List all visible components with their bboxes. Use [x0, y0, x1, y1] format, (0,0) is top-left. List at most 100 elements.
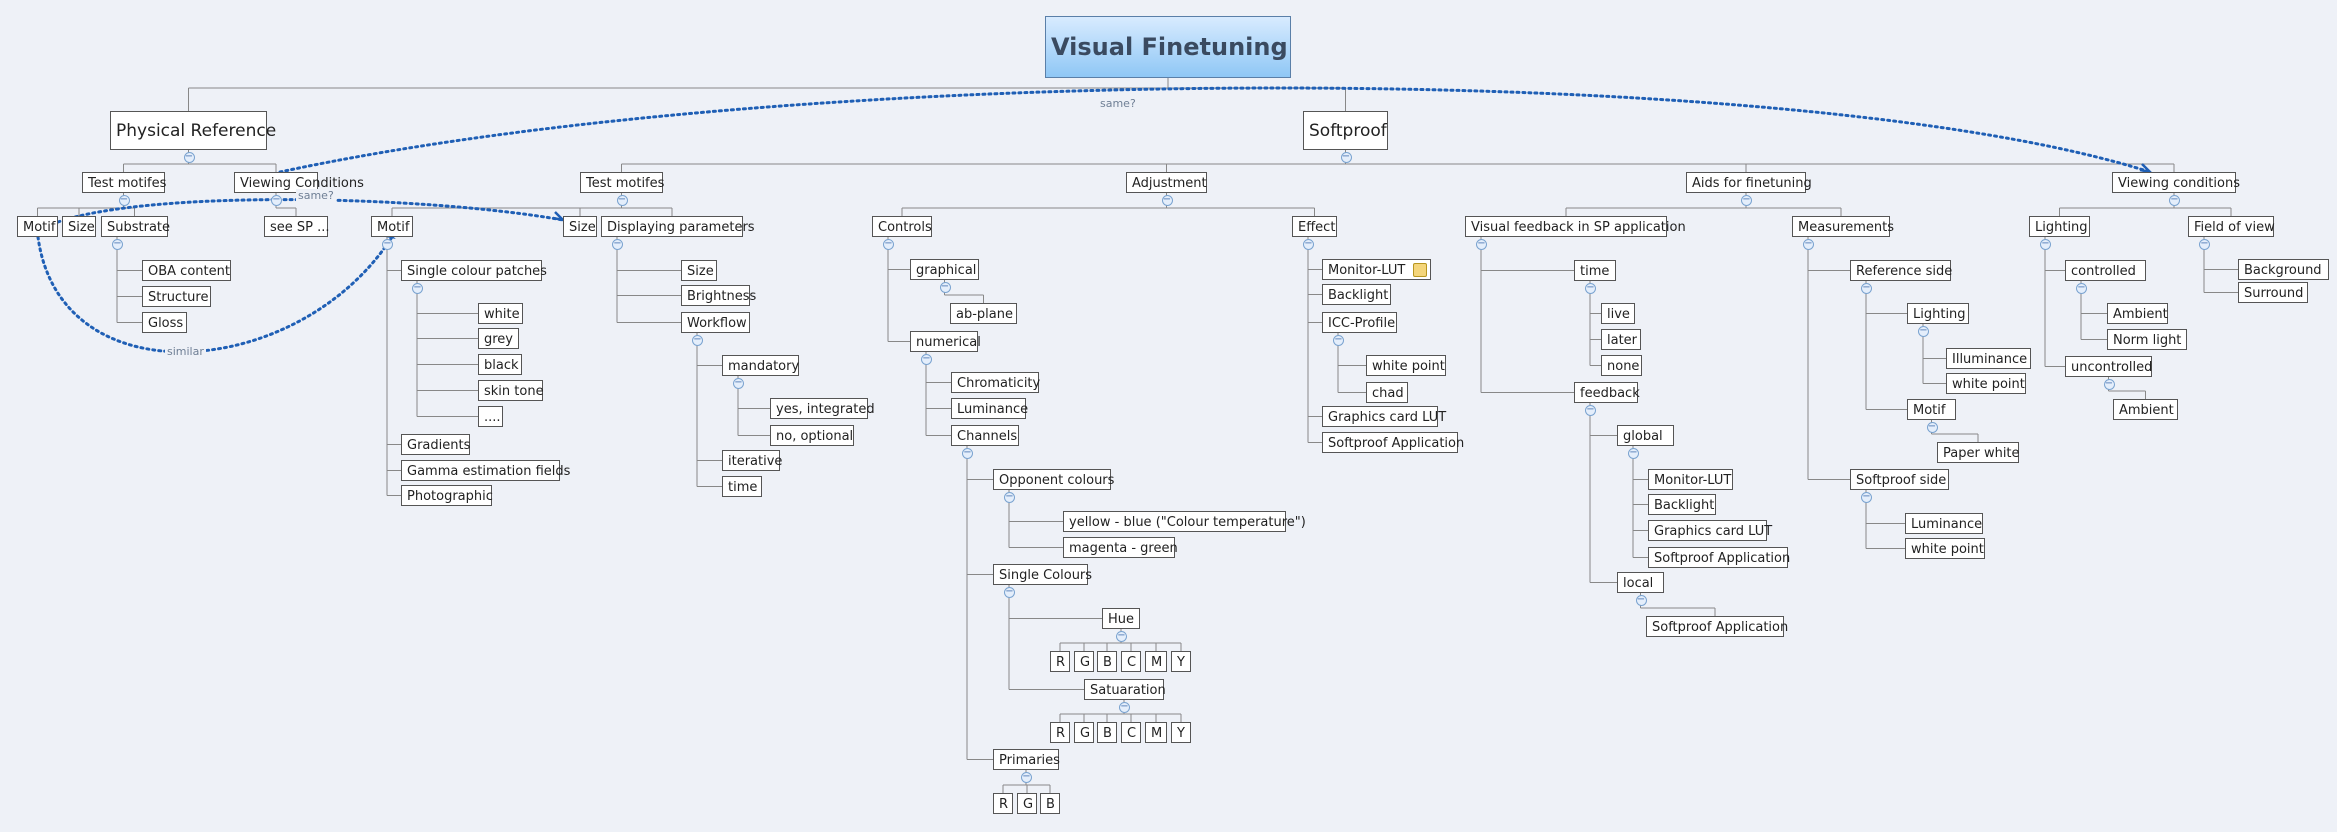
collapse-toggle-icon[interactable]: − [1333, 334, 1344, 346]
topic-size[interactable]: Size [563, 216, 597, 237]
relationship-label[interactable]: same? [1098, 97, 1138, 110]
collapse-toggle-icon[interactable]: − [1628, 447, 1639, 459]
collapse-toggle-icon[interactable]: − [382, 238, 393, 250]
topic-y[interactable]: Y [1171, 651, 1191, 672]
topic-single-colour-patches[interactable]: Single colour patches [401, 260, 547, 281]
topic-measurements[interactable]: Measurements [1792, 216, 1894, 237]
collapse-toggle-icon[interactable]: − [1303, 238, 1314, 250]
topic-ab-plane[interactable]: ab-plane [950, 303, 1017, 324]
topic-m[interactable]: M [1145, 722, 1167, 743]
topic-graphics-card-lut[interactable]: Graphics card LUT [1648, 520, 1772, 541]
collapse-toggle-icon[interactable]: − [1926, 421, 1938, 433]
collapse-toggle-icon[interactable]: − [2076, 282, 2087, 294]
topic-controls[interactable]: Controls [872, 216, 932, 237]
topic-r[interactable]: R [993, 793, 1013, 814]
topic-softproof-application[interactable]: Softproof Application [1648, 547, 1790, 568]
collapse-toggle-icon[interactable]: − [1116, 630, 1127, 642]
collapse-toggle-icon[interactable]: − [1585, 404, 1596, 416]
topic-skin-tone[interactable]: skin tone [478, 380, 544, 401]
collapse-toggle-icon[interactable]: − [1004, 491, 1015, 503]
topic-white-point[interactable]: white point [1905, 538, 1985, 559]
topic-graphical[interactable]: graphical [910, 259, 979, 280]
topic-c[interactable]: C [1121, 722, 1141, 743]
topic-physical-reference[interactable]: Physical Reference [110, 111, 276, 150]
topic-illuminance[interactable]: Illuminance [1946, 348, 2031, 369]
collapse-toggle-icon[interactable]: − [1119, 701, 1130, 713]
topic-m[interactable]: M [1145, 651, 1167, 672]
topic-b[interactable]: B [1097, 722, 1117, 743]
topic-feedback[interactable]: feedback [1574, 382, 1640, 403]
topic-ambient[interactable]: Ambient [2107, 303, 2168, 324]
topic-uncontrolled[interactable]: uncontrolled [2065, 356, 2152, 377]
topic-field-of-view[interactable]: Field of view [2188, 216, 2275, 237]
collapse-toggle-icon[interactable]: − [1021, 771, 1032, 783]
topic-background[interactable]: Background [2238, 259, 2329, 280]
topic-b[interactable]: B [1040, 793, 1060, 814]
relationship-line[interactable] [36, 235, 394, 354]
topic-effect[interactable]: Effect [1292, 216, 1337, 237]
topic-white-point[interactable]: white point [1946, 373, 2026, 394]
topic-structure[interactable]: Structure [142, 286, 211, 307]
topic-y[interactable]: Y [1171, 722, 1191, 743]
topic-yes-integrated[interactable]: yes, integrated [770, 398, 875, 419]
collapse-toggle-icon[interactable]: − [1476, 238, 1487, 250]
topic-chromaticity[interactable]: Chromaticity [951, 372, 1040, 393]
collapse-toggle-icon[interactable]: − [733, 377, 744, 389]
topic-softproof-application[interactable]: Softproof Application [1322, 432, 1464, 453]
topic-test-motifes[interactable]: Test motifes [82, 172, 166, 193]
collapse-toggle-icon[interactable]: − [271, 194, 282, 206]
topic-time[interactable]: time [1574, 260, 1616, 281]
topic-none[interactable]: none [1601, 355, 1642, 376]
topic-time[interactable]: time [722, 476, 762, 497]
topic-yellow-blue-colour-temperature[interactable]: yellow - blue ("Colour temperature") [1063, 511, 1306, 532]
topic-see-sp[interactable]: see SP ... [264, 216, 330, 237]
topic-black[interactable]: black [478, 354, 522, 375]
collapse-toggle-icon[interactable]: − [2103, 378, 2115, 390]
topic-r[interactable]: R [1050, 722, 1070, 743]
topic-motif[interactable]: Motif [17, 216, 58, 237]
collapse-toggle-icon[interactable]: − [2169, 194, 2180, 206]
topic-softproof-side[interactable]: Softproof side [1850, 469, 1949, 490]
topic-grey[interactable]: grey [478, 328, 519, 349]
topic-gloss[interactable]: Gloss [142, 312, 187, 333]
topic-photographic[interactable]: Photographic [401, 485, 493, 506]
topic-reference-side[interactable]: Reference side [1850, 260, 1952, 281]
topic-b[interactable]: B [1097, 651, 1117, 672]
topic-aids-for-finetuning[interactable]: Aids for finetuning [1686, 172, 1812, 193]
topic-monitor-lut[interactable]: Monitor-LUT [1648, 469, 1733, 490]
collapse-toggle-icon[interactable]: − [1741, 194, 1752, 206]
topic-size[interactable]: Size [62, 216, 96, 237]
topic-visual-feedback-in-sp-application[interactable]: Visual feedback in SP application [1465, 216, 1686, 237]
topic-white-point[interactable]: white point [1366, 355, 1446, 376]
collapse-toggle-icon[interactable]: − [1803, 238, 1814, 250]
topic-channels[interactable]: Channels [951, 425, 1019, 446]
collapse-toggle-icon[interactable]: − [1161, 194, 1173, 206]
topic-mandatory[interactable]: mandatory [722, 355, 799, 376]
collapse-toggle-icon[interactable]: − [1585, 282, 1596, 294]
topic-iterative[interactable]: iterative [722, 450, 782, 471]
topic-test-motifes[interactable]: Test motifes [580, 172, 664, 193]
relationship-label[interactable]: similar [165, 345, 206, 358]
topic-g[interactable]: G [1017, 793, 1037, 814]
topic-g[interactable]: G [1074, 722, 1094, 743]
collapse-toggle-icon[interactable]: − [412, 282, 423, 294]
relationship-label[interactable]: same? [296, 189, 336, 202]
collapse-toggle-icon[interactable]: − [2199, 238, 2210, 250]
topic-chad[interactable]: chad [1366, 382, 1408, 403]
topic-numerical[interactable]: numerical [910, 331, 981, 352]
topic-c[interactable]: C [1121, 651, 1141, 672]
topic-gamma-estimation-fields[interactable]: Gamma estimation fields [401, 460, 570, 481]
topic-workflow[interactable]: Workflow [681, 312, 750, 333]
topic-ambient[interactable]: Ambient [2113, 399, 2178, 420]
topic-lighting[interactable]: Lighting [1907, 303, 1969, 324]
topic-live[interactable]: live [1601, 303, 1635, 324]
topic-substrate[interactable]: Substrate [101, 216, 170, 237]
collapse-toggle-icon[interactable]: − [1340, 151, 1352, 163]
relationship-line[interactable] [56, 198, 565, 224]
collapse-toggle-icon[interactable]: − [112, 238, 123, 250]
topic-magenta-green[interactable]: magenta - green [1063, 537, 1178, 558]
topic-lighting[interactable]: Lighting [2029, 216, 2090, 237]
topic-hue[interactable]: Hue [1102, 608, 1140, 629]
topic-paper-white[interactable]: Paper white [1937, 442, 2020, 463]
collapse-toggle-icon[interactable]: − [1918, 325, 1929, 337]
